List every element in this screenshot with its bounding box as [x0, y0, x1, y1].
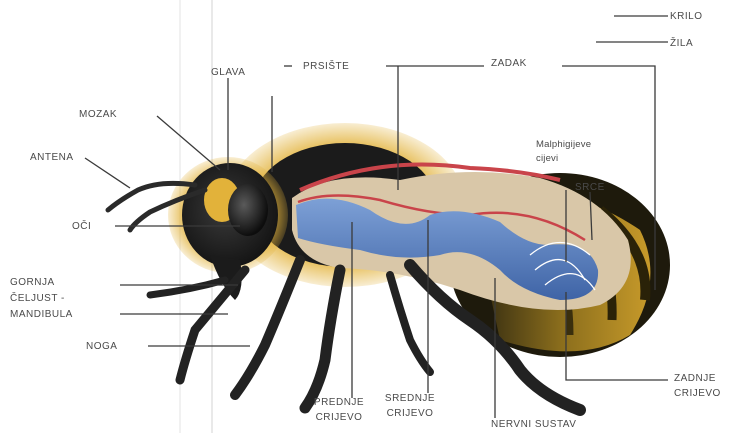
label-mozak: MOZAK [79, 108, 117, 121]
label-gornja-line1: GORNJA [10, 276, 55, 289]
label-gornja-line3: MANDIBULA [10, 308, 73, 321]
label-prednje-line1: PREDNJE [307, 396, 371, 409]
label-srce: SRCE [575, 181, 605, 194]
label-malphigijeve-line1: Malphigijeve [536, 138, 591, 151]
label-prsiste: PRSIŠTE [303, 60, 349, 73]
label-malphigijeve-line2: cijevi [536, 152, 558, 165]
label-oci: OČI [72, 220, 91, 233]
label-glava: GLAVA [211, 66, 245, 79]
label-zadnje-line2: CRIJEVO [674, 387, 721, 400]
label-zila: ŽILA [670, 37, 693, 50]
label-nervni-sustav: NERVNI SUSTAV [491, 418, 576, 431]
label-zadnje-line1: ZADNJE [674, 372, 716, 385]
label-prednje-line2: CRIJEVO [307, 411, 371, 424]
label-krilo: KRILO [670, 10, 703, 23]
label-antena: ANTENA [30, 151, 74, 164]
label-srednje-line2: CRIJEVO [378, 407, 442, 420]
label-gornja-line2: ČELJUST - [10, 292, 65, 305]
label-noga: NOGA [86, 340, 117, 353]
label-srednje-line1: SREDNJE [378, 392, 442, 405]
label-zadak: ZADAK [491, 57, 527, 70]
